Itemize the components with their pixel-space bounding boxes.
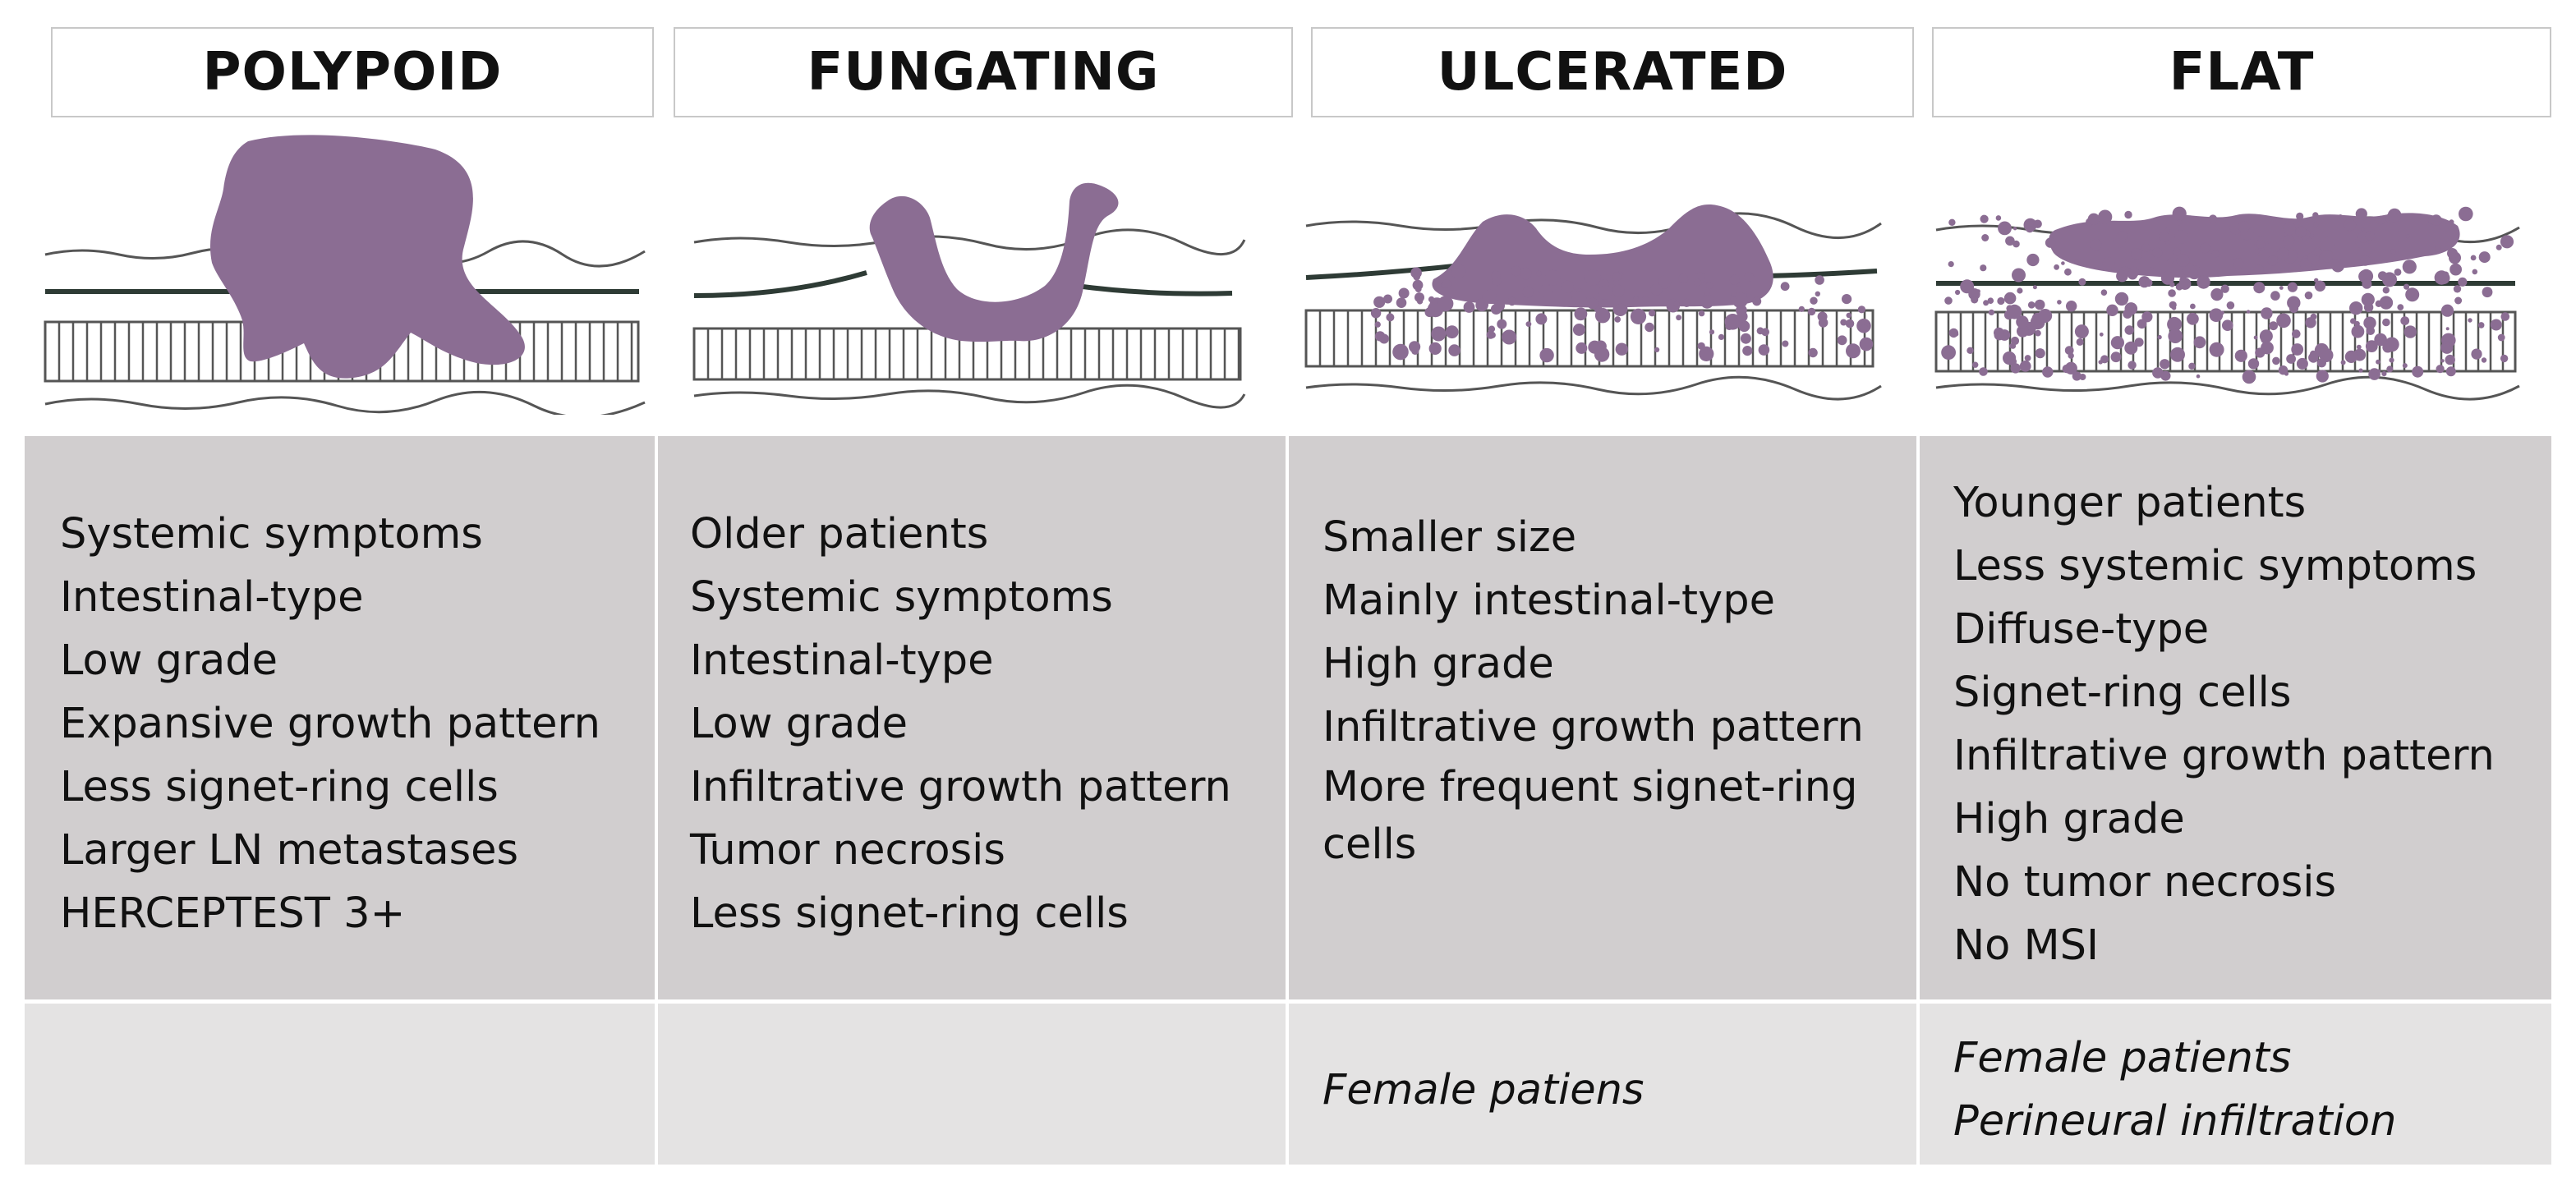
feature-item: Diffuse-type <box>1953 605 2210 654</box>
polypoid-tumor <box>209 135 525 379</box>
feature-item: Infiltrative growth pattern <box>1953 732 2495 780</box>
extra-ulcerated: Female patiens <box>1322 1059 1889 1122</box>
features-ulcerated: Smaller size Mainly intestinal-type High… <box>1322 506 1889 874</box>
extra-item: Perineural infiltration <box>1953 1097 2397 1146</box>
title-polypoid: POLYPOID <box>202 42 503 103</box>
feature-item: Smaller size <box>1322 513 1577 562</box>
feature-item: Intestinal-type <box>60 573 364 622</box>
title-flat: FLAT <box>2169 42 2315 103</box>
feature-item: Infiltrative growth pattern <box>690 763 1231 811</box>
col-divider-2 <box>1286 436 1289 1165</box>
header-polypoid: POLYPOID <box>51 27 654 117</box>
feature-item: Intestinal-type <box>690 636 994 685</box>
col-divider-1 <box>655 436 658 1165</box>
header-fungating: FUNGATING <box>674 27 1293 117</box>
extra-flat: Female patients Perineural infiltration <box>1953 1027 2545 1153</box>
feature-item: Less signet-ring cells <box>690 889 1129 938</box>
feature-item: Younger patients <box>1953 479 2307 527</box>
fungating-illustration <box>692 182 1246 409</box>
feature-item: Tumor necrosis <box>690 826 1005 875</box>
feature-item: Larger LN metastases <box>60 826 519 875</box>
ulcerated-tumor <box>1432 204 1773 308</box>
feature-item: Signet-ring cells <box>1953 669 2292 717</box>
features-flat: Younger patients Less systemic symptoms … <box>1953 471 2545 977</box>
header-flat: FLAT <box>1932 27 2551 117</box>
header-ulcerated: ULCERATED <box>1311 27 1914 117</box>
feature-item: HERCEPTEST 3+ <box>60 889 406 938</box>
feature-item: No tumor necrosis <box>1953 858 2337 907</box>
features-fungating: Older patients Systemic symptoms Intesti… <box>690 503 1277 945</box>
feature-item: Less systemic symptoms <box>1953 542 2477 590</box>
feature-item: Infiltrative growth pattern <box>1322 703 1864 751</box>
feature-item: Low grade <box>690 700 908 748</box>
title-fungating: FUNGATING <box>807 42 1160 103</box>
extra-item: Female patiens <box>1322 1066 1644 1114</box>
col-divider-3 <box>1916 436 1920 1165</box>
feature-item: Less signet-ring cells <box>60 763 499 811</box>
feature-item: Low grade <box>60 636 278 685</box>
feature-item: More frequent signet-ring cells <box>1322 763 1858 869</box>
feature-item: Expansive growth pattern <box>60 700 600 748</box>
ulcerated-illustration <box>1304 204 1882 401</box>
flat-illustration <box>1934 206 2520 401</box>
feature-item: No MSI <box>1953 921 2099 970</box>
feature-item: Older patients <box>690 510 989 558</box>
feature-item: Systemic symptoms <box>690 573 1113 622</box>
feature-item: Mainly intestinal-type <box>1322 577 1775 625</box>
fungating-tumor <box>869 182 1119 342</box>
feature-item: High grade <box>1322 640 1554 688</box>
feature-item: Systemic symptoms <box>60 510 483 558</box>
features-polypoid: Systemic symptoms Intestinal-type Low gr… <box>60 503 647 945</box>
title-ulcerated: ULCERATED <box>1437 42 1788 103</box>
polypoid-illustration <box>44 135 646 415</box>
extra-item: Female patients <box>1953 1034 2292 1082</box>
feature-item: High grade <box>1953 795 2185 843</box>
